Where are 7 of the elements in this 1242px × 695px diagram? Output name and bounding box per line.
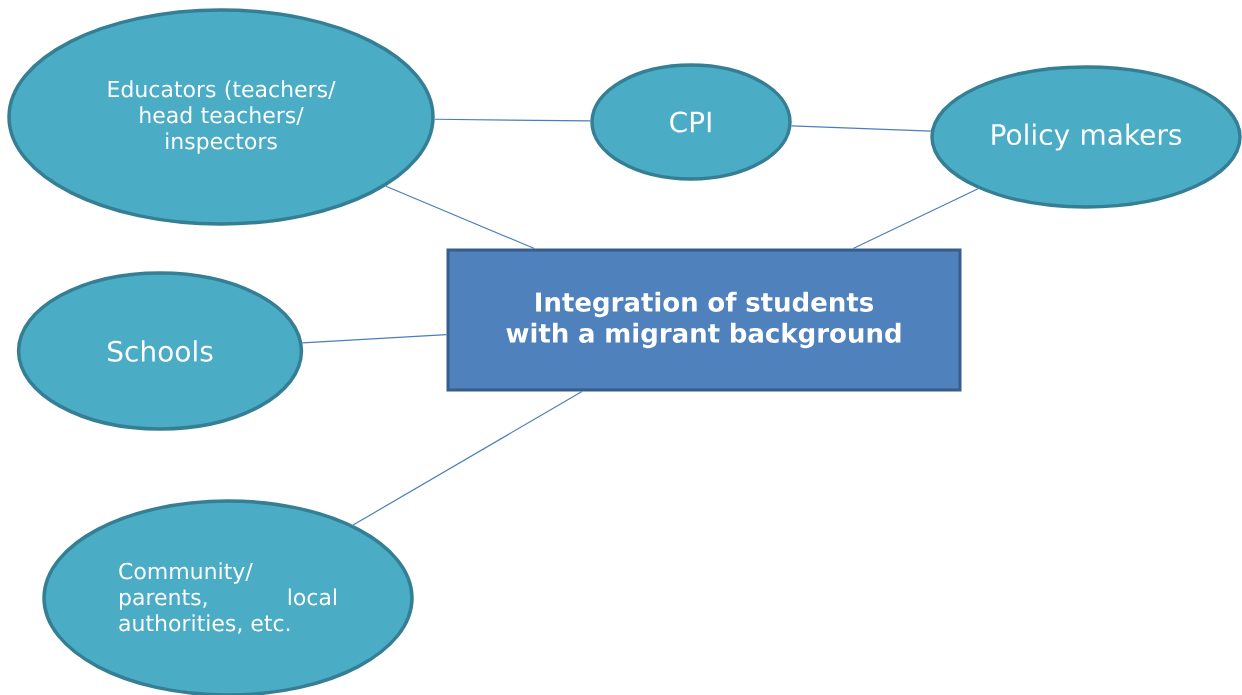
- connector-line: [352, 390, 583, 526]
- connector-line: [790, 125, 932, 132]
- connector-line: [385, 185, 535, 250]
- connector-line: [301, 334, 448, 344]
- central-box: Integration of students with a migrant background: [446, 248, 962, 392]
- connector-line: [434, 118, 591, 122]
- connector-line: [852, 188, 979, 250]
